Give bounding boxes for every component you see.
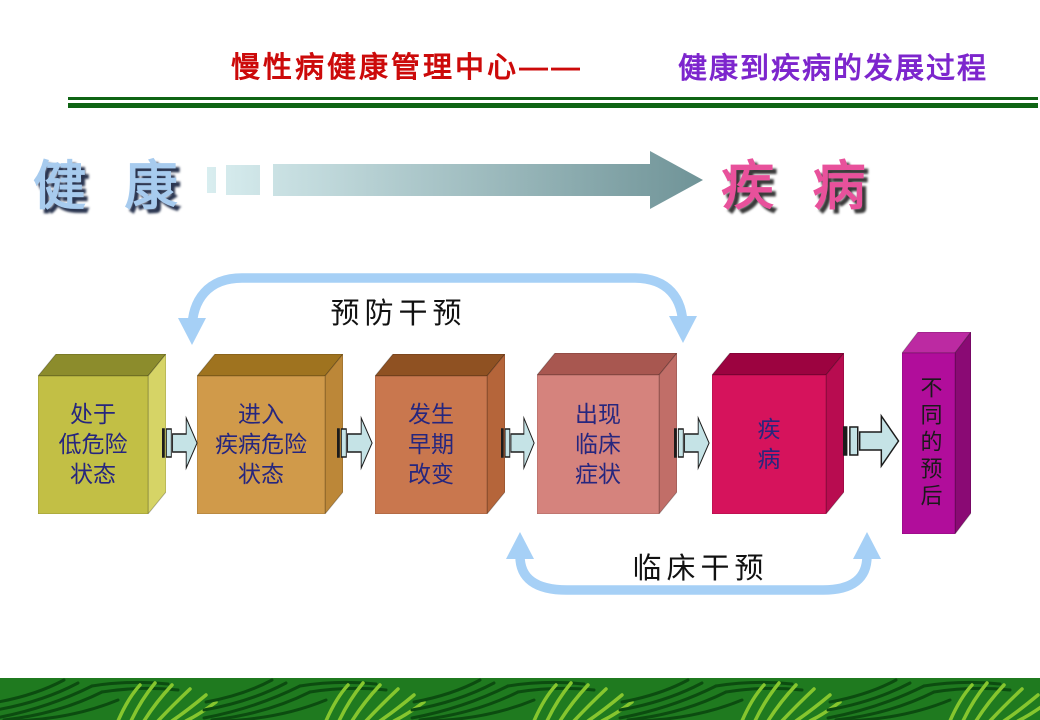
stage-label: 发生 早期 改变 — [408, 402, 454, 488]
flow-arrow-5-icon — [843, 413, 900, 469]
progression-arrow-icon — [207, 151, 703, 209]
flow-arrow-2-icon — [337, 415, 373, 471]
divider-line-bottom — [68, 103, 1038, 108]
footer-leaf-border — [0, 678, 1040, 720]
cube-icon — [712, 353, 844, 514]
stage-label: 进入 疾病危险 状态 — [215, 402, 307, 488]
health-label: 健 康 — [33, 155, 188, 217]
clinical-arc-arrow-icon — [506, 532, 881, 595]
flow-arrow-1-icon — [162, 415, 198, 471]
flow-arrow-3-icon — [501, 415, 535, 471]
stage-box-4: 出现 临床 症状 — [537, 353, 677, 514]
disease-label: 疾 病 — [721, 155, 876, 217]
stage-box-1: 处于 低危险 状态 — [38, 354, 166, 514]
prevention-arc-arrow-icon — [178, 273, 697, 345]
stage-box-6: 不同的预后 — [902, 332, 971, 534]
cube-icon — [38, 354, 166, 514]
page-title: 慢性病健康管理中心—— — [231, 52, 584, 84]
page-subtitle: 健康到疾病的发展过程 — [678, 51, 989, 85]
flow-arrow-4-icon — [674, 415, 710, 471]
stage-box-3: 发生 早期 改变 — [375, 354, 505, 514]
cube-icon — [197, 354, 343, 514]
stage-label: 处于 低危险 状态 — [58, 402, 128, 488]
divider-line-top — [68, 97, 1038, 100]
cube-icon — [537, 353, 677, 514]
cube-icon — [375, 354, 505, 514]
stage-label: 疾 病 — [757, 416, 781, 473]
prevention-label: 预防干预 — [330, 296, 467, 330]
stage-box-5: 疾 病 — [712, 353, 844, 514]
stage-label: 不同的预后 — [916, 376, 942, 511]
clinical-label: 临床干预 — [632, 551, 769, 585]
cube-icon — [902, 332, 971, 534]
stage-label: 出现 临床 症状 — [575, 401, 621, 488]
stage-box-2: 进入 疾病危险 状态 — [197, 354, 343, 514]
